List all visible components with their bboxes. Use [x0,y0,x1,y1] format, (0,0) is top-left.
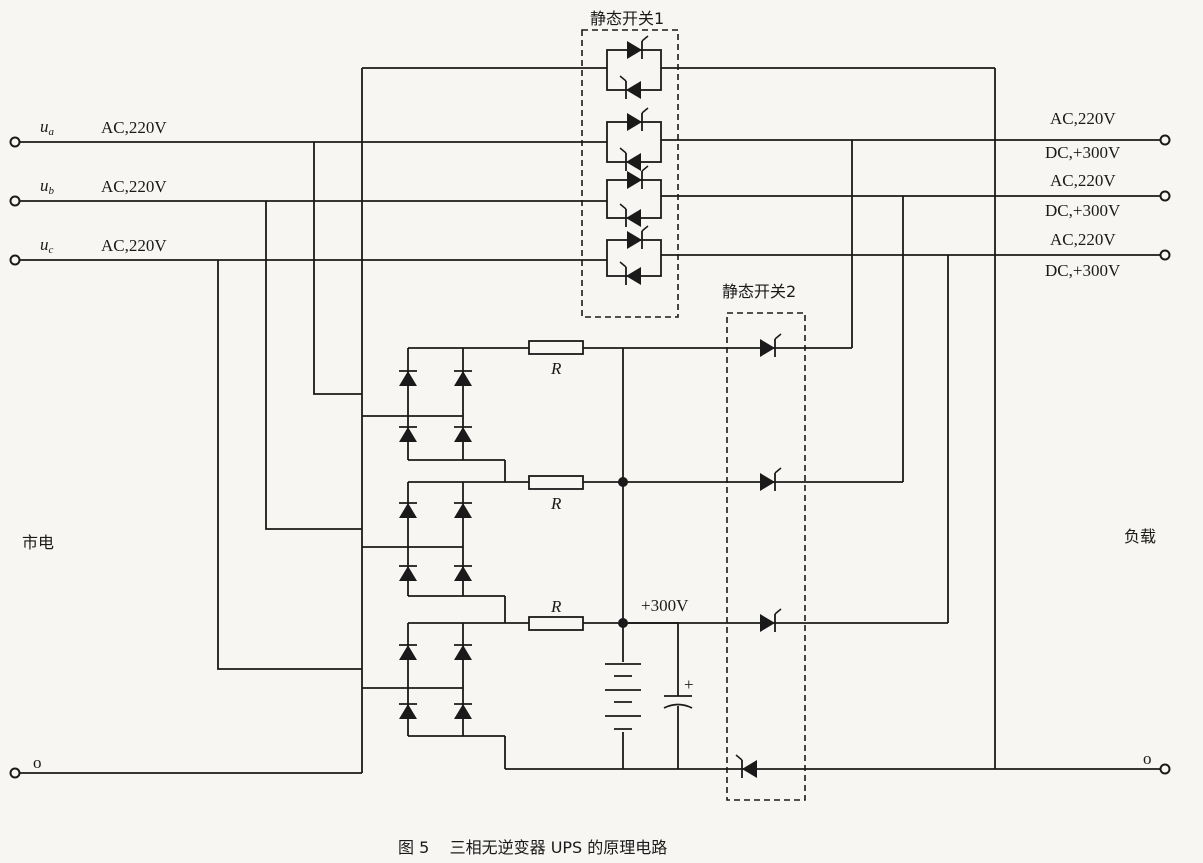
output-terminal-c [1159,249,1171,261]
bridge-feed-wires [217,68,363,773]
input-neutral-label: o [33,753,42,772]
capacitor-polarity-label: + [684,675,694,694]
static-switch-1-label: 静态开关1 [590,9,664,28]
capacitor [623,622,693,769]
resistor-2-label: R [550,494,562,513]
input-c-label: AC,220V [101,236,167,255]
resistor-2 [528,475,584,490]
static-switch-2 [726,312,948,801]
input-terminal-a [9,136,21,148]
load-label: 负载 [1124,527,1156,546]
output-c-ac-label: AC,220V [1050,230,1116,249]
output-b-dc-label: DC,+300V [1045,201,1121,220]
static-switch-2-box [726,312,806,801]
static-switch-2-label: 静态开关2 [722,282,796,301]
input-terminal-neutral [9,767,21,779]
input-a-symbol: ua [40,117,55,138]
output-b-ac-label: AC,220V [1050,171,1116,190]
resistor-3-label: R [550,597,562,616]
output-terminal-a [1159,134,1171,146]
static-switch-1 [362,29,995,318]
static-switch-1-box [581,29,679,318]
output-feed-wires [851,68,996,769]
dc-bus-label: +300V [641,596,689,615]
terminals [9,134,1171,779]
input-a-label: AC,220V [101,118,167,137]
rectifier-bridges [362,347,610,769]
input-b-label: AC,220V [101,177,167,196]
resistor-1 [528,340,584,355]
input-b-symbol: ub [40,176,55,197]
mains-label: 市电 [22,533,54,552]
input-terminal-c [9,254,21,266]
output-lines [661,139,1165,770]
output-terminal-b [1159,190,1171,202]
labels: 静态开关1 静态开关2 市电 负载 ua ub uc AC,220V AC,22… [22,9,1156,857]
input-c-symbol: uc [40,235,54,256]
output-neutral-label: o [1143,749,1152,768]
figure-caption: 图 5 三相无逆变器 UPS 的原理电路 [398,838,667,857]
output-terminal-neutral [1159,763,1171,775]
output-a-dc-label: DC,+300V [1045,143,1121,162]
dc-bus [505,340,995,770]
resistor-3 [528,616,584,631]
output-a-ac-label: AC,220V [1050,109,1116,128]
battery [605,662,643,732]
input-lines [15,141,607,774]
resistor-1-label: R [550,359,562,378]
output-c-dc-label: DC,+300V [1045,261,1121,280]
input-terminal-b [9,195,21,207]
